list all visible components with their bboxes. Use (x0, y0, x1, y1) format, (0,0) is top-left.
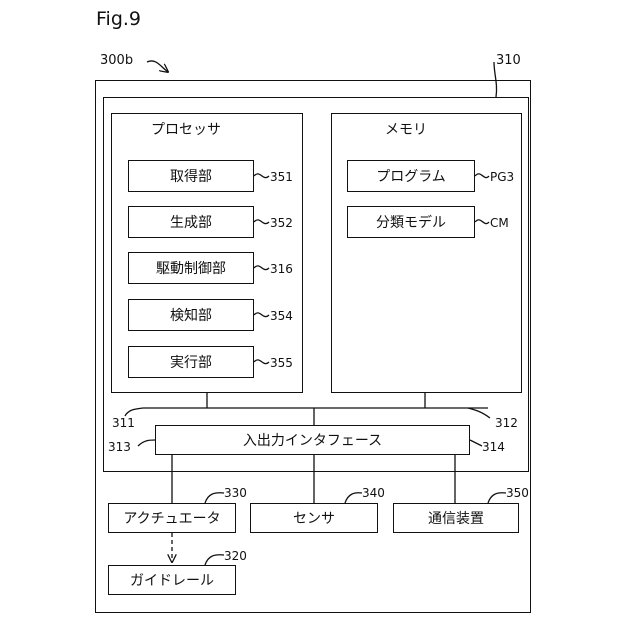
device-ref-arrow (147, 61, 168, 72)
board-ref-leader (494, 62, 497, 97)
